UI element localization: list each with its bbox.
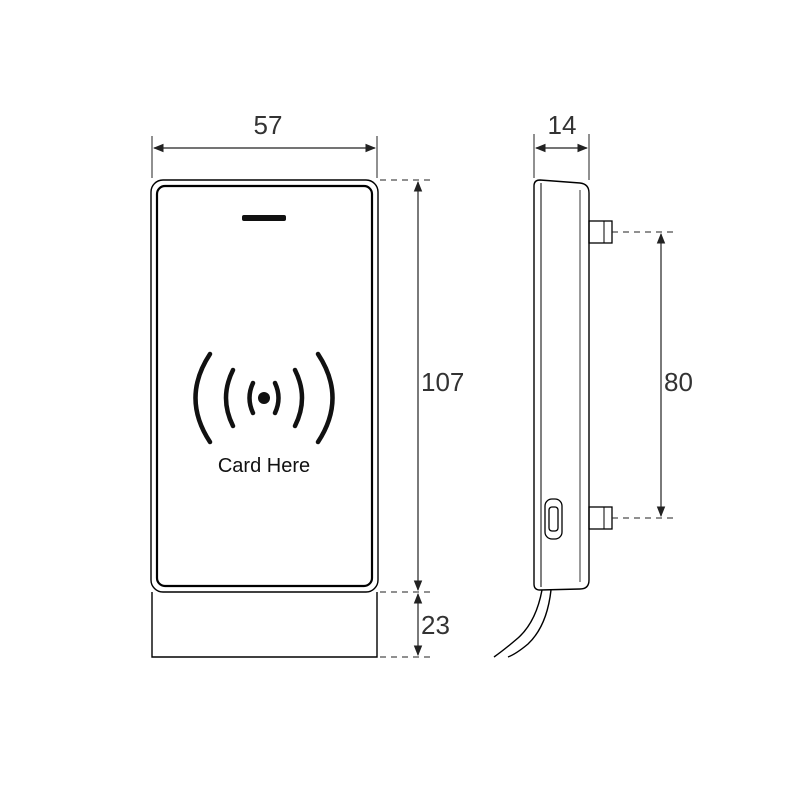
card-here-label: Card Here <box>218 455 310 477</box>
mount-spacing-dimension: 80 <box>612 231 693 519</box>
width-dimension: 57 <box>151 110 378 178</box>
height-dimension-label: 107 <box>421 367 464 397</box>
front-inner-panel <box>155 184 374 588</box>
front-outer-body <box>150 179 379 593</box>
front-base <box>151 592 378 658</box>
side-body <box>533 179 590 591</box>
side-cable <box>493 589 552 658</box>
thickness-dimension-label: 14 <box>548 110 577 140</box>
front-view: Card Here 57 107 23 <box>150 110 464 658</box>
height-dimension: 107 <box>380 179 464 593</box>
side-view: 14 80 <box>493 110 693 658</box>
indicator-slot <box>242 215 286 221</box>
bottom-mounting-stud <box>588 506 613 530</box>
width-dimension-label: 57 <box>254 110 283 140</box>
top-mounting-stud <box>588 220 613 244</box>
base-height-dimension: 23 <box>380 592 450 658</box>
mount-spacing-dimension-label: 80 <box>664 367 693 397</box>
thickness-dimension: 14 <box>533 110 590 180</box>
nfc-waves-icon <box>193 351 335 445</box>
usb-port-icon <box>544 498 563 540</box>
base-height-dimension-label: 23 <box>421 610 450 640</box>
